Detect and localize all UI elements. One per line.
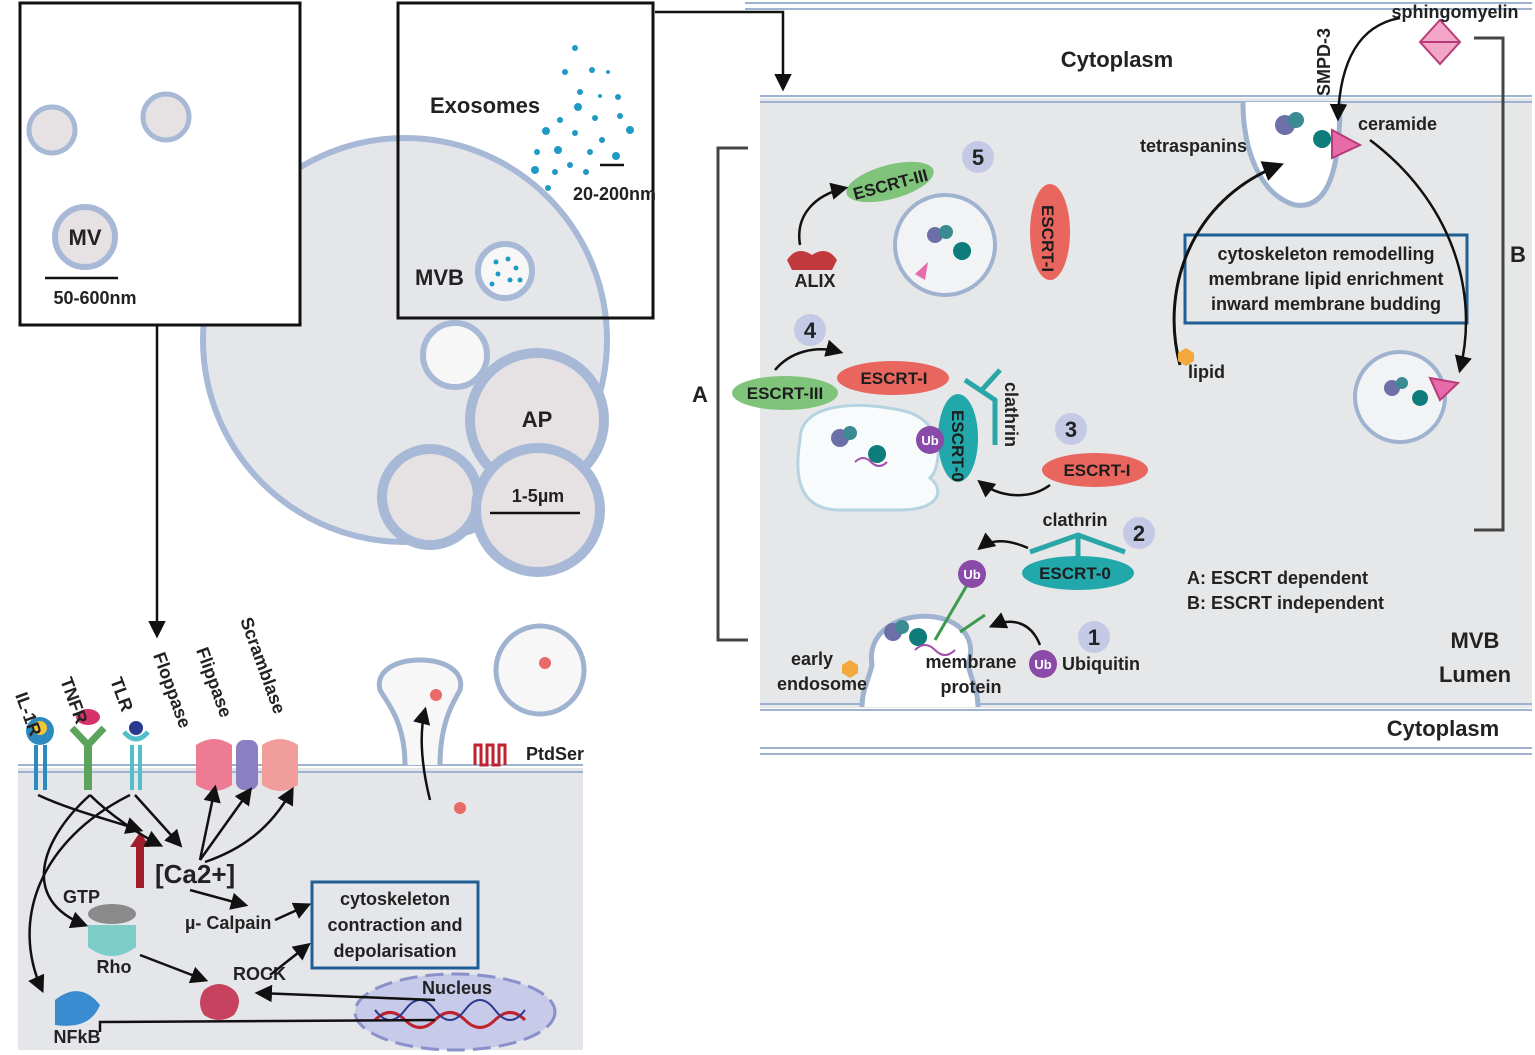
escrt0-label-step2: ESCRT-0 bbox=[1039, 564, 1111, 583]
exosome-dots bbox=[531, 45, 634, 191]
gtp-label: GTP bbox=[63, 887, 100, 907]
mvb-mechanism-box bbox=[1183, 233, 1469, 325]
ub-label-1: Ub bbox=[963, 567, 980, 582]
inset-connector-arrow bbox=[655, 10, 792, 92]
ap-front bbox=[471, 443, 605, 577]
mv-scale-label: 50-600nm bbox=[53, 288, 136, 308]
exosomes-label: Exosomes bbox=[430, 93, 540, 118]
step-1-marker bbox=[1078, 621, 1110, 653]
step-3-marker bbox=[1055, 413, 1087, 445]
ub-label-3: Ub bbox=[921, 433, 938, 448]
step-5-label: 5 bbox=[972, 145, 984, 170]
legend-escrt-independent: B: ESCRT independent bbox=[1187, 593, 1384, 613]
alix-label: ALIX bbox=[794, 271, 835, 291]
lipid-label: lipid bbox=[1188, 362, 1225, 382]
mvb-box-line-1: cytoskeleton remodelling bbox=[1217, 244, 1434, 264]
ap-scale-label: 1-5µm bbox=[512, 486, 564, 506]
scramblase-label: Scramblase bbox=[236, 615, 289, 717]
ubiquitin-ub-2 bbox=[1029, 650, 1057, 678]
signaling-box-line-3: depolarisation bbox=[333, 941, 456, 961]
mvb-box-line-2: membrane lipid enrichment bbox=[1208, 269, 1443, 289]
ap-label: AP bbox=[522, 407, 553, 432]
escrt-complex-step3-4: ESCRT-0 Ub clathrin ESCRT-I ESCRT-I ESCR… bbox=[732, 339, 1148, 512]
clathrin-escrt0-step2: ESCRT-0 clathrin bbox=[977, 510, 1134, 590]
ub-label-2: Ub bbox=[1034, 657, 1051, 672]
tlr-label: TLR bbox=[106, 675, 137, 715]
step-3-label: 3 bbox=[1065, 417, 1077, 442]
mvb-panel: Cytoplasm Cytoplasm MVB Lumen A B 1 2 3 … bbox=[692, 2, 1532, 755]
early-endosome-label-2: endosome bbox=[777, 674, 867, 694]
ceramide-label: ceramide bbox=[1358, 114, 1437, 134]
floppase-label: Floppase bbox=[149, 650, 195, 731]
tetraspanins-label: tetraspanins bbox=[1140, 136, 1247, 156]
mvb-lumen-label-1: MVB bbox=[1451, 628, 1500, 653]
mvb-small bbox=[420, 320, 490, 390]
escrt0-label-step3: ESCRT-0 bbox=[948, 410, 967, 482]
flippase-label: Flippase bbox=[192, 645, 236, 720]
mv-label: MV bbox=[69, 225, 102, 250]
rho-label: Rho bbox=[97, 957, 132, 977]
bracket-a bbox=[716, 146, 748, 642]
signaling-box-line-1: cytoskeleton bbox=[340, 889, 450, 909]
signaling-box-line-2: contraction and bbox=[327, 915, 462, 935]
cytoplasm-bottom-label: Cytoplasm bbox=[1387, 716, 1499, 741]
escrt1-label-step5: ESCRT-I bbox=[1038, 205, 1057, 272]
sphingomyelin-label: sphingomyelin bbox=[1391, 2, 1518, 22]
mvb-lumen-label-2: Lumen bbox=[1439, 662, 1511, 687]
ubiquitin-ub-1 bbox=[958, 560, 986, 588]
step-1-label: 1 bbox=[1088, 625, 1100, 650]
ap-left bbox=[377, 444, 483, 550]
bracket-b-label: B bbox=[1510, 242, 1526, 267]
calcium-label: [Ca2+] bbox=[155, 859, 235, 889]
membrane-protein-label-1: membrane bbox=[925, 652, 1016, 672]
step-4-marker bbox=[794, 314, 826, 346]
alix-escrt3-step5: ESCRT-III ESCRT-I ALIX bbox=[787, 161, 1070, 297]
membrane-protein-label-2: protein bbox=[941, 677, 1002, 697]
signaling-panel: IL-1R TNFR TLR Floppase Flippase Scrambl… bbox=[11, 615, 587, 1052]
signaling-mechanism-box bbox=[310, 880, 480, 970]
step-5-marker bbox=[962, 141, 994, 173]
membrane-lines bbox=[745, 2, 1532, 755]
ptdser-label: PtdSer bbox=[526, 744, 584, 764]
escrt-independent-pathway: sphingomyelin SMPD-3 ceramide tetraspani… bbox=[1140, 2, 1519, 613]
step-4-label: 4 bbox=[804, 318, 817, 343]
nucleus-label: Nucleus bbox=[422, 978, 492, 998]
tnfr-label: TNFR bbox=[56, 675, 91, 727]
escrt1-label-step4: ESCRT-I bbox=[860, 369, 927, 388]
il1r-label: IL-1R bbox=[11, 690, 45, 739]
smpd3-label: SMPD-3 bbox=[1314, 28, 1334, 96]
bracket-b bbox=[1474, 36, 1505, 532]
nfkb-label: NFkB bbox=[53, 1027, 100, 1047]
escrt1-label-step3: ESCRT-I bbox=[1063, 461, 1130, 480]
calpain-label: µ- Calpain bbox=[185, 913, 271, 933]
ubiquitin-label: Ubiquitin bbox=[1062, 654, 1140, 674]
step-2-marker bbox=[1123, 517, 1155, 549]
step-2-label: 2 bbox=[1133, 521, 1145, 546]
clathrin-label-step2: clathrin bbox=[1042, 510, 1107, 530]
clathrin-label-step3: clathrin bbox=[1001, 382, 1021, 447]
cell: AP 1-5µm bbox=[200, 135, 610, 577]
mvb-label: MVB bbox=[415, 265, 464, 290]
cytoplasm-top-label: Cytoplasm bbox=[1061, 47, 1173, 72]
escrt3-label-step4: ESCRT-III bbox=[747, 384, 824, 403]
legend-escrt-dependent: A: ESCRT dependent bbox=[1187, 568, 1368, 588]
rock-label: ROCK bbox=[233, 964, 286, 984]
early-endosome-label-1: early bbox=[791, 649, 833, 669]
step-markers bbox=[794, 141, 1155, 653]
exosomes-scale-label: 20-200nm bbox=[573, 184, 656, 204]
bracket-a-label: A bbox=[692, 382, 708, 407]
early-endosome-bud bbox=[859, 613, 981, 708]
exosome-inset: Exosomes 20-200nm MVB bbox=[396, 1, 656, 320]
mv-inset: MV 50-600nm bbox=[18, 1, 302, 327]
mvb-box-line-3: inward membrane budding bbox=[1211, 294, 1441, 314]
